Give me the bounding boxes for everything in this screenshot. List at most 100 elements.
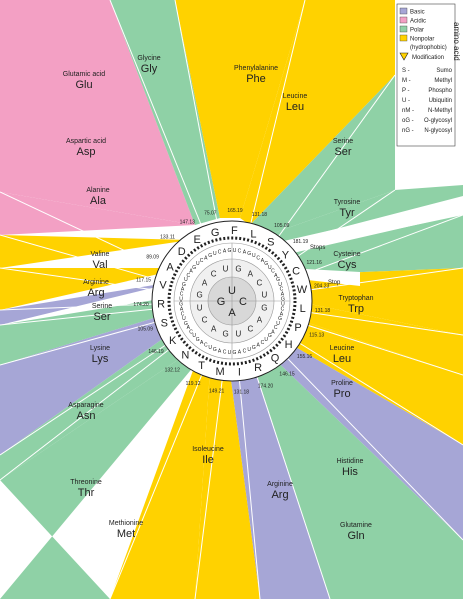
sector-tryptophan xyxy=(290,268,463,335)
sector-tyrosine xyxy=(268,185,463,243)
third-base: C xyxy=(218,250,222,256)
amino-acid-abbr: Phe xyxy=(246,73,266,85)
third-base: G xyxy=(213,347,217,353)
mod-code: U - xyxy=(402,98,410,104)
legend-box: BasicAcidicPolarNonpolar(hydrophobic)Mod… xyxy=(396,3,456,147)
sector-proline xyxy=(275,315,463,445)
third-base: A xyxy=(281,292,285,298)
third-base: A xyxy=(261,258,265,264)
third-base: G xyxy=(268,333,272,339)
mass-label: 147.13 xyxy=(180,220,196,226)
legend-label-basic: Basic xyxy=(410,10,425,16)
amino-acid-abbr: Ser xyxy=(93,311,110,323)
third-base: C xyxy=(186,273,190,279)
third-base: G xyxy=(184,321,188,327)
ring-letter-L: L xyxy=(300,303,306,315)
ring-letter-D: D xyxy=(178,246,186,258)
third-base: U xyxy=(278,282,282,288)
third-base: G xyxy=(179,302,183,308)
second-base: A xyxy=(248,270,254,279)
third-base: U xyxy=(281,302,285,308)
first-base-C: C xyxy=(239,296,247,308)
third-base: U xyxy=(252,253,256,259)
amino-acid-abbr: Trp xyxy=(348,303,364,315)
ring-letter-G: G xyxy=(211,227,220,239)
third-base: A xyxy=(274,273,278,279)
second-base: U xyxy=(236,329,242,338)
amino-acid-abbr: Asn xyxy=(77,410,96,422)
third-base: C xyxy=(256,255,260,261)
ring-letter-R: R xyxy=(254,362,262,374)
third-base: G xyxy=(276,277,280,283)
sector-valine xyxy=(0,268,185,310)
first-base-U: U xyxy=(228,285,236,297)
sector-glutamine xyxy=(252,350,463,599)
legend-swatch-acidic xyxy=(399,16,408,24)
stops-wedge xyxy=(278,196,463,256)
mass-label: 174.20 xyxy=(133,302,149,308)
legend-label-polar: Polar xyxy=(410,28,424,34)
amino-acid-abbr: Leu xyxy=(333,353,351,365)
third-base: A xyxy=(223,249,227,255)
mass-label: 89.09 xyxy=(146,255,159,261)
mass-label: 146.15 xyxy=(279,371,295,377)
second-base: C xyxy=(211,270,217,279)
mass-label: 174.20 xyxy=(258,384,274,390)
mod-name: Methyl xyxy=(434,78,452,84)
second-base: A xyxy=(211,324,217,333)
sector-phenylalanine xyxy=(175,0,305,218)
third-base: G xyxy=(192,265,196,271)
ring-letter-A: A xyxy=(166,261,174,273)
third-base: G xyxy=(264,261,268,267)
stop-label-1: Stop xyxy=(328,280,341,286)
amino-acid-abbr: Gly xyxy=(141,63,158,75)
third-base: U xyxy=(184,277,188,283)
mod-code: oG - xyxy=(402,118,414,124)
legend-hydrophobic: (hydrophobic) xyxy=(410,45,447,51)
mod-name: Ubiquitin xyxy=(429,98,452,104)
third-base: C xyxy=(274,325,278,331)
third-base: G xyxy=(182,282,186,288)
first-base-A: A xyxy=(228,307,236,319)
second-base: U xyxy=(197,303,203,312)
amino-acid-abbr: Met xyxy=(117,528,135,540)
amino-acid-name: Valine xyxy=(91,251,110,258)
mass-label: 149.21 xyxy=(209,389,225,395)
legend-swatch-nonpolar xyxy=(399,34,408,42)
amino-acid-abbr: Val xyxy=(92,259,107,271)
ring-letter-I: I xyxy=(238,367,241,379)
third-base: U xyxy=(179,296,183,302)
ring-letter-Q: Q xyxy=(271,353,280,365)
ring-letter-R: R xyxy=(157,299,165,311)
sector-serine xyxy=(0,295,185,365)
third-base: U xyxy=(268,265,272,271)
third-base: G xyxy=(252,345,256,351)
side-title: amino acid xyxy=(452,22,461,61)
third-base: G xyxy=(233,350,237,356)
amino-acid-abbr: Cys xyxy=(338,259,357,271)
third-base: U xyxy=(264,337,268,343)
amino-acid-abbr: Pro xyxy=(333,388,350,400)
mod-name: Phospho xyxy=(428,88,452,94)
legend-swatch-basic xyxy=(399,7,408,15)
sector-asparagine xyxy=(0,330,185,480)
legend-modification-title: Modification xyxy=(412,55,444,61)
third-base: A xyxy=(189,269,193,275)
second-base: C xyxy=(247,324,253,333)
ring-letter-N: N xyxy=(181,350,189,362)
ring-letter-S: S xyxy=(161,318,168,330)
modification-triangle-icon xyxy=(399,52,409,61)
sector-arginine xyxy=(230,360,330,599)
mod-code: nG - xyxy=(402,128,414,134)
sector-aspartic-acid xyxy=(0,192,195,235)
ring-letter-T: T xyxy=(198,360,205,372)
ring-letter-C: C xyxy=(292,265,300,277)
